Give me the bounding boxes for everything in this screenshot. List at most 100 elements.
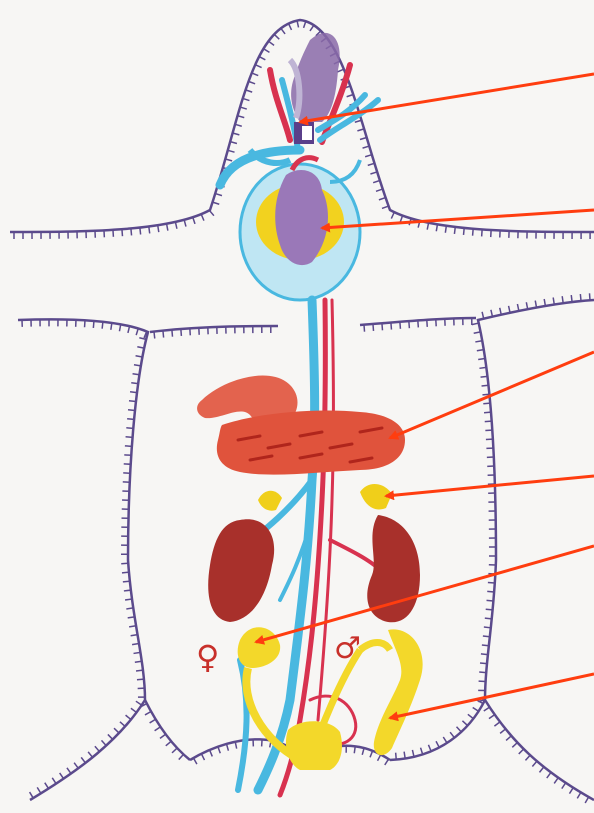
outline-tick: [365, 155, 372, 157]
outline-tick: [246, 90, 253, 92]
outline-tick: [297, 21, 299, 28]
outline-tick: [485, 618, 492, 619]
outline-tick: [240, 107, 247, 109]
outline-tick: [135, 661, 142, 662]
outline-tick: [482, 312, 484, 319]
outline-tick: [126, 437, 133, 438]
outline-tick: [462, 721, 467, 726]
outline-tick: [562, 783, 566, 789]
outline-tick: [102, 322, 103, 329]
outline-tick: [450, 732, 454, 738]
outline-tick: [519, 749, 524, 754]
outline-tick: [163, 331, 164, 338]
outline-tick: [457, 727, 462, 732]
outline-tick: [373, 324, 374, 331]
outline-tick: [158, 225, 159, 232]
outline-tick: [553, 298, 554, 305]
outline-tick: [145, 711, 151, 714]
outline-tick: [238, 116, 245, 118]
male-symbol: ♂: [334, 631, 361, 666]
outline-tick: [209, 210, 214, 215]
outline-tick: [364, 325, 365, 332]
outline-tick: [354, 746, 355, 753]
outline-tick: [512, 743, 517, 748]
outline-tick: [483, 636, 490, 637]
outline-tick: [487, 591, 494, 592]
outline-tick: [45, 783, 49, 789]
outline-tick: [129, 401, 136, 402]
outline-tick: [494, 722, 500, 726]
outline-tick: [368, 163, 375, 165]
outline-tick: [473, 707, 479, 711]
outline-tick: [370, 172, 377, 174]
outline-tick: [137, 679, 144, 680]
outline-tick: [404, 752, 405, 759]
outline-tick: [445, 226, 446, 233]
outline-tick: [464, 228, 465, 235]
outline-tick: [347, 95, 354, 97]
outline-tick: [114, 728, 119, 733]
outline-tick: [486, 609, 493, 610]
outline-tick: [310, 25, 314, 31]
outline-tick: [128, 410, 135, 411]
thyroid: [290, 33, 340, 144]
outline-tick: [140, 228, 141, 235]
outline-tick: [131, 708, 137, 712]
outline-tick: [281, 28, 285, 34]
outline-tick: [412, 750, 414, 757]
outline-tick: [363, 146, 370, 148]
outline-tick: [201, 214, 204, 220]
outline-tick: [128, 326, 130, 333]
outline-tick: [484, 627, 491, 628]
outline-tick: [454, 227, 455, 234]
outline-tick: [562, 296, 563, 303]
outline-tick: [379, 198, 386, 200]
outline-tick: [481, 654, 488, 655]
outline-tick: [218, 747, 220, 754]
outline-tick: [489, 715, 495, 719]
outline-tick: [235, 124, 242, 126]
outline-tick: [225, 159, 232, 161]
outline-tick: [235, 742, 236, 749]
outline-tick: [436, 741, 439, 747]
outline-tick: [125, 446, 132, 447]
outline-tick: [391, 212, 394, 218]
outline-tick: [304, 21, 306, 28]
outline-tick: [569, 788, 573, 794]
outline-tick: [122, 229, 123, 236]
outline-tick: [526, 302, 527, 309]
outline-tick: [268, 41, 274, 45]
outline-tick: [133, 374, 140, 375]
outline-tick: [289, 24, 292, 30]
outline-tick: [385, 759, 389, 765]
outline-tick: [571, 295, 572, 302]
outline-tick: [409, 321, 410, 328]
outline-tick: [215, 194, 222, 196]
outline-tick: [479, 367, 486, 368]
outline-tick: [111, 323, 112, 330]
outline-tick: [373, 181, 380, 183]
outline-tick: [134, 652, 141, 653]
outline-tick: [122, 572, 129, 573]
outline-tick: [382, 206, 389, 208]
outline-tick: [155, 727, 161, 731]
outline-tick: [136, 670, 143, 671]
outline-tick: [481, 376, 488, 377]
outline-tick: [172, 330, 173, 337]
outline-tick: [478, 358, 485, 359]
outline-tick: [500, 308, 502, 315]
outline-tick: [60, 773, 64, 779]
outline-tick: [362, 748, 364, 755]
outline-tick: [535, 301, 536, 308]
outline-tick: [525, 755, 530, 760]
outline-tick: [370, 751, 373, 758]
outline-tick: [130, 392, 137, 393]
outline-tick: [243, 98, 250, 100]
outline-tick: [93, 321, 94, 328]
outline-tick: [355, 120, 362, 122]
outline-tick: [30, 792, 34, 798]
outline-tick: [421, 748, 423, 755]
outline-tick: [201, 754, 204, 760]
outline-tick: [357, 129, 364, 131]
